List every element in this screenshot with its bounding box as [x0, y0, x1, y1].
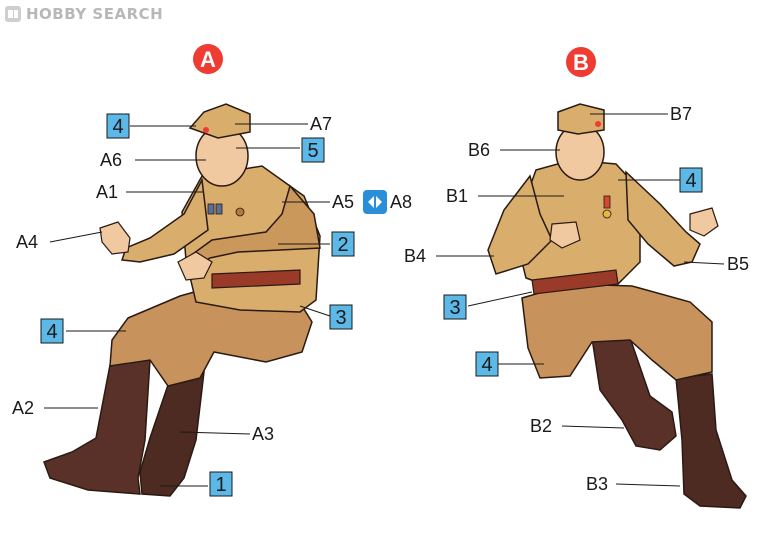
- figure-b-callouts: B7 B6 B1 B4 B5 B2 B3 4 3 4: [404, 104, 749, 494]
- label-a4: A4: [16, 232, 38, 252]
- paint-ref-a-boots: 1: [209, 471, 233, 497]
- figure-b-breeches: [521, 283, 713, 381]
- figure-a-boots: [43, 359, 205, 497]
- figure-b-medal: [602, 209, 612, 219]
- logo-text: HOBBY SEARCH: [26, 5, 164, 23]
- label-b5: B5: [727, 254, 749, 274]
- join-parts-icon: [363, 190, 387, 214]
- hobby-search-logo: HOBBY SEARCH: [4, 4, 163, 24]
- figure-a-left-arm: [120, 177, 209, 263]
- figure-a-left-hand: [99, 221, 131, 255]
- svg-text:4: 4: [685, 170, 696, 192]
- figure-b: [487, 103, 747, 509]
- paint-ref-a-cap-star: 5: [301, 137, 325, 163]
- svg-text:4: 4: [112, 116, 123, 138]
- paint-ref-a-cap: 4: [106, 113, 130, 139]
- figure-a-medal-2: [215, 203, 223, 215]
- paint-ref-b-breeches: 4: [475, 351, 499, 377]
- figure-a-marker: A: [193, 44, 223, 74]
- label-a8: A8: [390, 192, 412, 212]
- svg-text:3: 3: [335, 307, 346, 329]
- figure-b-cap: [557, 103, 605, 135]
- figure-a-medal-3: [235, 207, 245, 217]
- figure-b-medal-ribbon: [603, 195, 611, 209]
- label-a2: A2: [12, 398, 34, 418]
- figure-a-marker-text: A: [200, 47, 216, 72]
- label-b3: B3: [586, 474, 608, 494]
- label-a6: A6: [100, 150, 122, 170]
- label-b7: B7: [670, 104, 692, 124]
- logo-mark-icon: [5, 6, 21, 22]
- svg-text:3: 3: [449, 297, 460, 319]
- svg-text:2: 2: [337, 234, 348, 256]
- svg-text:5: 5: [307, 140, 318, 162]
- svg-text:4: 4: [46, 321, 57, 343]
- paint-ref-b-belt: 3: [443, 294, 467, 320]
- figure-b-right-fist: [689, 207, 719, 237]
- label-b4: B4: [404, 246, 426, 266]
- svg-text:1: 1: [215, 474, 226, 496]
- label-b6: B6: [468, 140, 490, 160]
- label-a3: A3: [252, 424, 274, 444]
- figure-a-cap-star-icon: [203, 127, 209, 133]
- paint-ref-a-tunic: 2: [331, 231, 355, 257]
- figure-a-cap: [188, 103, 251, 139]
- figure-a-callouts: A7 A6 A1 A5 A8 A4 A2 A3 4 5 2 3: [12, 113, 412, 497]
- figure-b-cap-star-icon: [595, 121, 601, 127]
- label-a5: A5: [332, 192, 354, 212]
- paint-ref-b-tunic: 4: [679, 167, 703, 193]
- figure-a: [43, 103, 321, 497]
- figure-b-marker-text: B: [573, 50, 589, 75]
- label-a7: A7: [310, 114, 332, 134]
- label-b2: B2: [530, 416, 552, 436]
- label-b1: B1: [446, 186, 468, 206]
- paint-ref-a-breeches: 4: [40, 318, 64, 344]
- figure-b-left-fist: [549, 221, 581, 249]
- svg-text:4: 4: [481, 354, 492, 376]
- paint-ref-a-belt: 3: [329, 304, 353, 330]
- figure-a-medal-1: [207, 203, 215, 215]
- figure-b-left-arm: [487, 174, 553, 275]
- figure-b-marker: B: [566, 47, 596, 77]
- figure-a-belt: [211, 269, 301, 289]
- figure-b-belt: [531, 269, 619, 295]
- figure-b-boots: [591, 331, 747, 509]
- label-a1: A1: [96, 182, 118, 202]
- figure-a-right-hand: [177, 251, 213, 281]
